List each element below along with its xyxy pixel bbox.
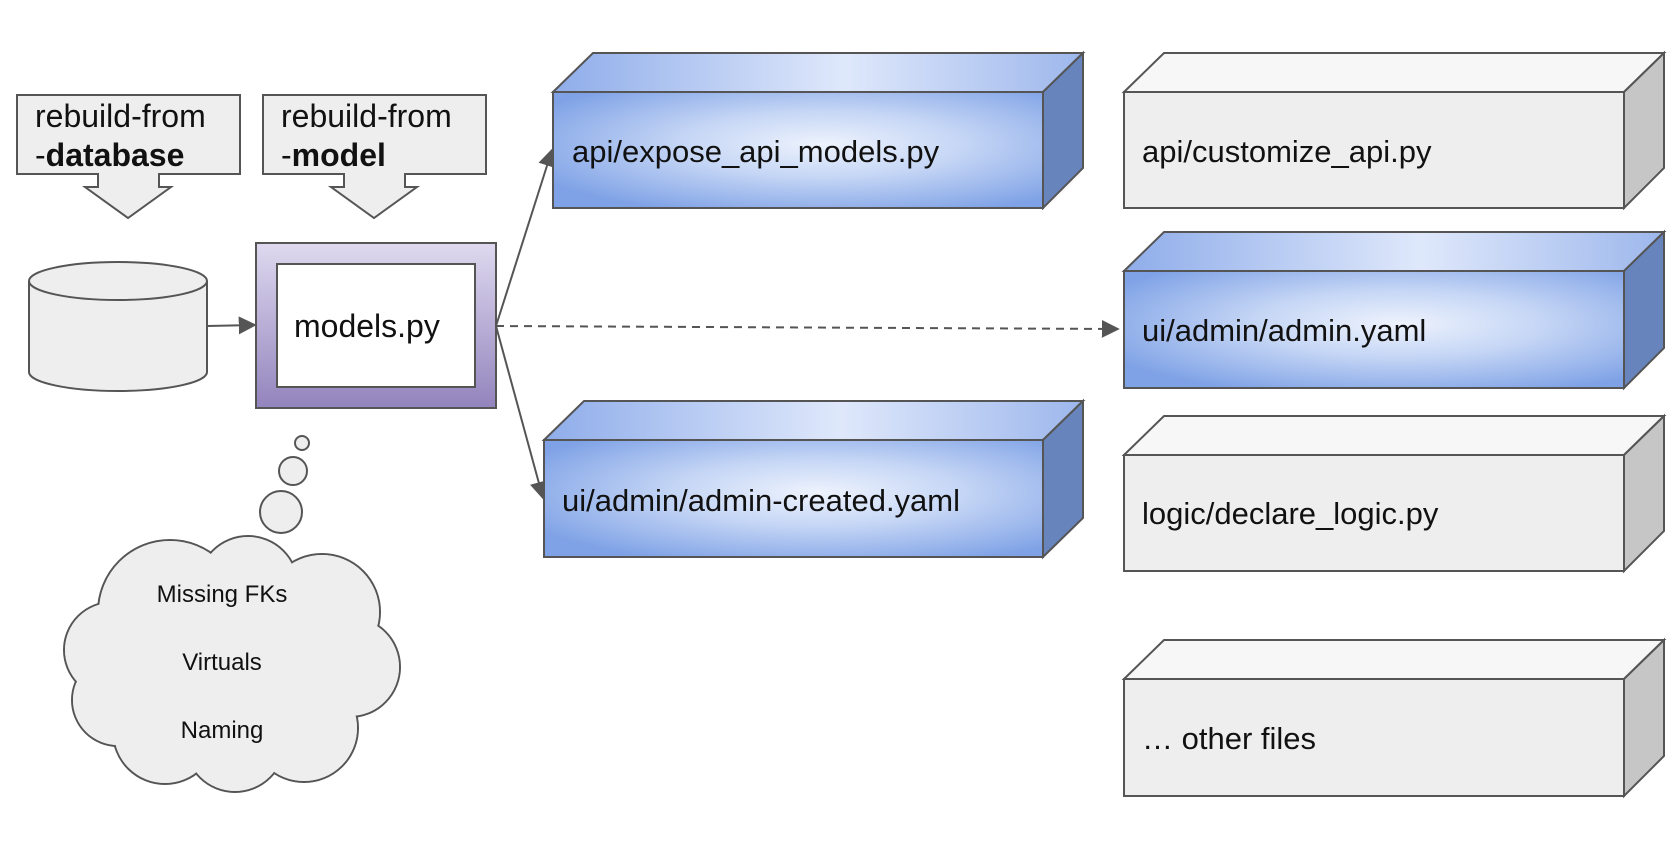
cloud-shape: Missing FKs Virtuals Naming [63, 535, 401, 793]
file-label-admin-yaml: ui/admin/admin.yaml [1142, 313, 1426, 348]
file-label-customize-api: api/customize_api.py [1142, 134, 1432, 169]
cloud-item-virtuals: Virtuals [182, 649, 262, 676]
arrow-models-to-api [495, 148, 556, 327]
file-label-admin-created-yaml: ui/admin/admin-created.yaml [562, 483, 960, 518]
callout-database-line2: -database [35, 137, 184, 173]
file-box-declare-logic: logic/declare_logic.py [1121, 413, 1667, 574]
callout-rebuild-from-model: rebuild-from -model [262, 94, 487, 220]
cloud-item-missing-fks: Missing FKs [157, 581, 288, 608]
file-label-expose-api-models: api/expose_api_models.py [572, 134, 940, 169]
file-box-customize-api: api/customize_api.py [1121, 50, 1667, 211]
models-box: models.py [255, 242, 497, 409]
callout-model-line2: -model [281, 137, 386, 173]
file-box-admin-yaml: ui/admin/admin.yaml [1121, 229, 1667, 391]
thought-bubbles [259, 435, 310, 534]
arrow-models-to-admin-yaml [495, 319, 1120, 338]
file-label-other-files: … other files [1142, 721, 1316, 756]
callout-rebuild-from-database: rebuild-from -database [16, 94, 241, 220]
file-label-declare-logic: logic/declare_logic.py [1142, 496, 1439, 531]
callout-model-line1: rebuild-from [281, 98, 452, 134]
arrow-database-to-models [206, 316, 257, 335]
callout-database-line1: rebuild-from [35, 98, 206, 134]
cloud-item-naming: Naming [181, 717, 264, 744]
database-cylinder-icon [28, 261, 208, 392]
file-box-expose-api-models: api/expose_api_models.py [550, 50, 1086, 211]
file-box-other-files: … other files [1121, 637, 1667, 799]
models-box-label: models.py [294, 308, 440, 344]
file-box-admin-created-yaml: ui/admin/admin-created.yaml [541, 398, 1086, 560]
arrow-models-to-admin-created [495, 325, 548, 500]
